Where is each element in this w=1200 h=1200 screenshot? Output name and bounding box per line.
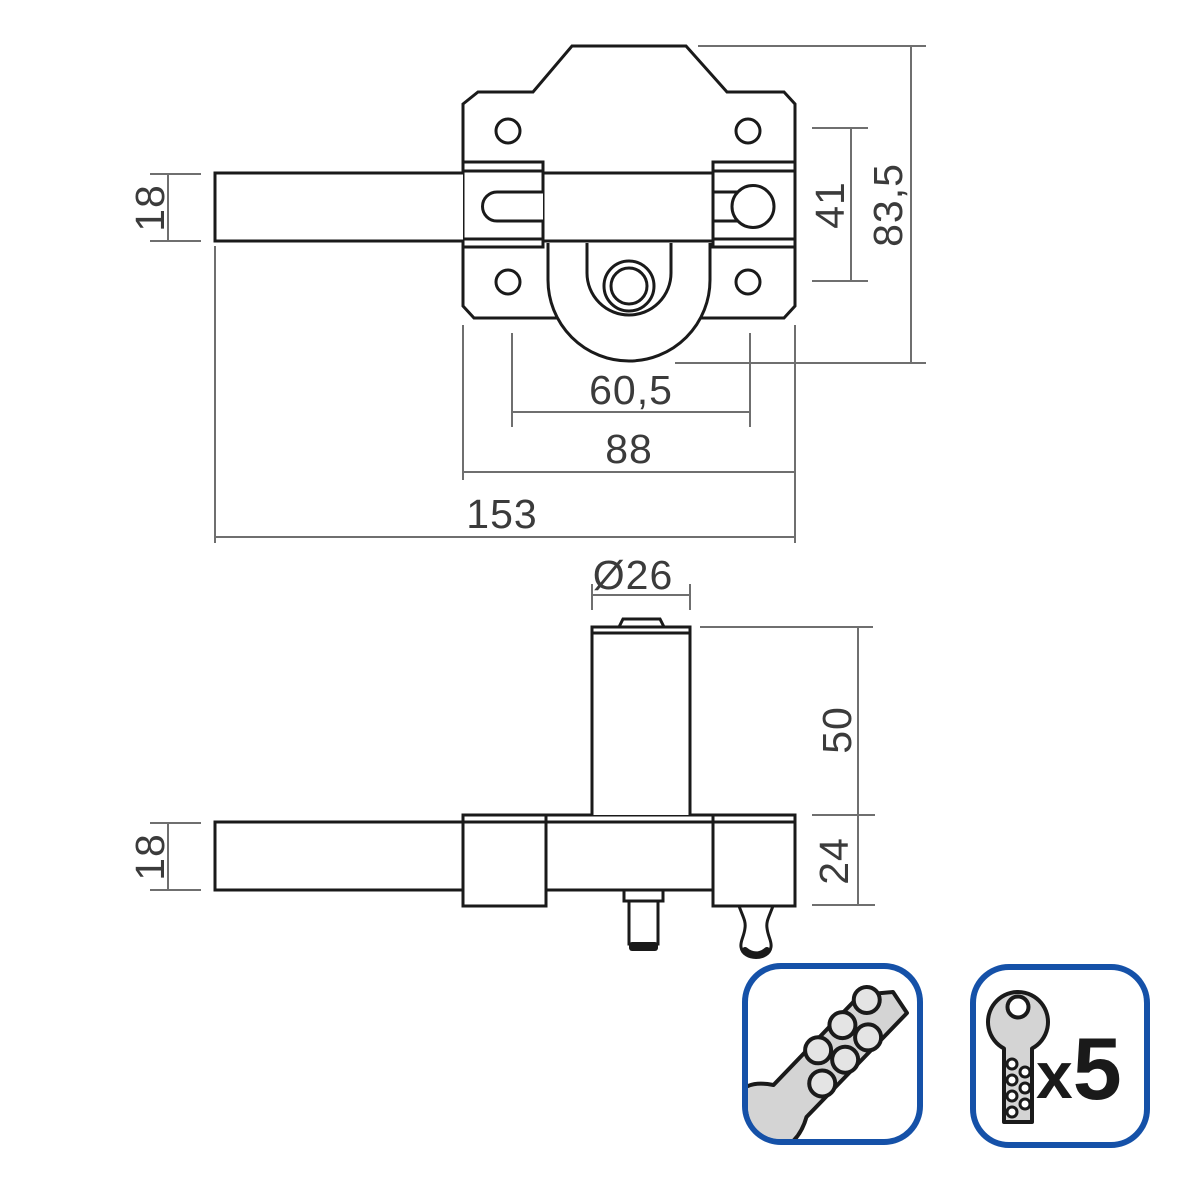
locking-pin-tip: [629, 942, 658, 951]
bolt-bar-side: [213, 820, 463, 892]
key-dimple: [830, 1044, 861, 1075]
key-dimple-small: [1018, 1065, 1032, 1079]
cylinder-side: [590, 625, 692, 815]
dim-lines-total-length: [214, 246, 795, 543]
key-dimple-small: [1018, 1097, 1032, 1111]
bolt-bar-middle: [543, 171, 713, 243]
keys-count-label: x5: [1036, 1019, 1122, 1118]
dim-label-plate-width: 88: [605, 426, 653, 472]
dim-lines-cylinder-height: [700, 626, 875, 816]
bolt-slot-left: [481, 190, 543, 223]
dim-lines-cylinder-diameter: [591, 584, 691, 610]
dim-lines-total-height: [675, 45, 926, 364]
key-shape: [986, 990, 1050, 1124]
dim-lines-hole-spacing-h: [511, 333, 751, 427]
screw-hole: [494, 117, 522, 145]
key-dimple: [851, 984, 882, 1015]
key-dimple-small: [1005, 1105, 1019, 1119]
lock-plate: [461, 44, 797, 320]
locking-pin-stem: [627, 899, 660, 946]
front-view-dimensions: 18 41 83,5 60,5 88 153: [127, 45, 926, 543]
knob-pin-tip: [742, 947, 770, 958]
dim-label-total-height: 83,5: [865, 163, 911, 247]
screw-hole: [494, 268, 522, 296]
dim-label-total-length: 153: [466, 491, 537, 537]
key-dimple: [827, 1010, 858, 1041]
cylinder-core-hole: [609, 266, 649, 306]
key-dimple: [803, 1035, 834, 1066]
dim-lines-bolt-height-side: [150, 822, 201, 891]
bolt-guide-left-side: [461, 813, 548, 908]
side-view: [213, 617, 797, 960]
key-head-hole: [1005, 994, 1031, 1020]
dim-lines-bolt-height: [150, 173, 201, 242]
bolt-knob-pin: [730, 184, 776, 229]
cylinder-core-ring: [602, 259, 656, 313]
key-dimple: [807, 1068, 838, 1099]
key-dimple-small: [1005, 1057, 1019, 1071]
dimple-key-blade-icon: [748, 984, 909, 1139]
dim-label-cylinder-height: 50: [814, 706, 860, 754]
dim-label-hole-spacing-v: 41: [807, 181, 853, 229]
bolt-guide-left-edges: [463, 169, 543, 241]
dim-lines-body-depth: [812, 815, 875, 906]
bolt-guide-right-edges: [713, 169, 795, 241]
screw-hole: [734, 268, 762, 296]
key-icon: x5: [986, 990, 1122, 1124]
bolt-guide-right: [711, 160, 797, 249]
dim-label-hole-spacing-h: 60,5: [589, 367, 673, 413]
key-dimple-small: [1018, 1081, 1032, 1095]
bolt-bar: [213, 171, 463, 243]
front-view: [213, 44, 797, 363]
dim-label-bolt-height: 18: [127, 184, 173, 232]
dim-label-body-depth: 24: [811, 837, 857, 885]
bolt-guide-right-side: [711, 813, 797, 908]
dim-lines-hole-spacing-v: [812, 127, 868, 282]
key-dimple-small: [1005, 1073, 1019, 1087]
dim-label-bolt-height-side: 18: [127, 833, 173, 881]
key-dimple-small: [1005, 1089, 1019, 1103]
dim-label-cylinder-diameter: Ø26: [593, 552, 674, 598]
dim-lines-plate-width: [462, 325, 796, 543]
badge-keys-included: x5: [970, 964, 1150, 1148]
side-view-dimensions: Ø26 50 24 18: [127, 552, 875, 906]
locking-pin-collar: [622, 888, 665, 903]
key-dimple: [853, 1022, 884, 1053]
screw-hole: [734, 117, 762, 145]
badge-dimple-key: [742, 963, 923, 1145]
